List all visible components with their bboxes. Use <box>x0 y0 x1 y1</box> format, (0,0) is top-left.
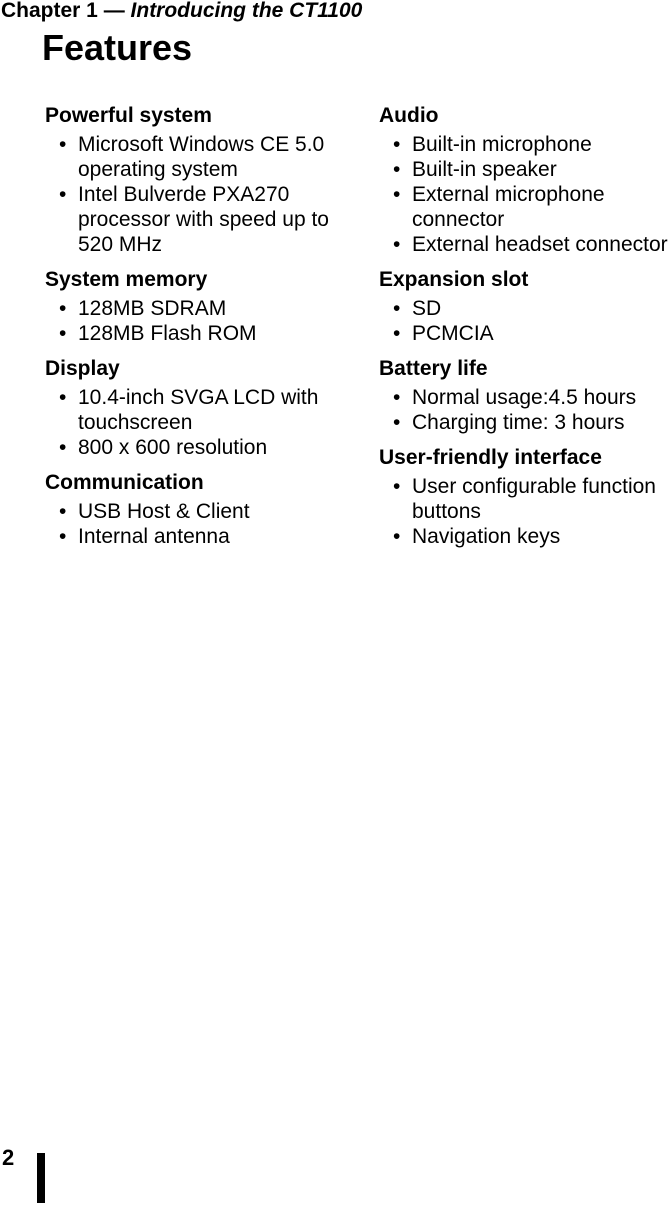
list-item: • PCMCIA <box>379 321 672 346</box>
list-item: • Navigation keys <box>379 524 672 549</box>
page-number: 2 <box>2 1145 15 1170</box>
feature-list: • 128MB SDRAM • 128MB Flash ROM <box>45 296 353 346</box>
section-heading: Communication <box>45 471 204 494</box>
bullet-icon: • <box>393 158 401 181</box>
bullet-icon: • <box>59 297 67 320</box>
feature-list: • USB Host & Client • Internal antenna <box>45 499 353 549</box>
section-display: Display • 10.4-inch SVGA LCD with touchsc… <box>45 356 353 460</box>
list-item-text: Internal antenna <box>78 525 230 548</box>
feature-list: • 10.4-inch SVGA LCD with touchscreen • 80… <box>45 385 353 460</box>
bullet-icon: • <box>393 322 401 345</box>
list-item: • Charging time: 3 hours <box>379 410 672 435</box>
list-item-text: 800 x 600 resolution <box>78 436 268 459</box>
bullet-icon: • <box>393 525 401 548</box>
list-item: • Microsoft Windows CE 5.0 operating syst… <box>45 132 353 182</box>
list-item-text: PCMCIA <box>412 322 494 345</box>
section-heading: Display <box>45 357 120 380</box>
feature-list: • Normal usage:4.5 hours • Charging time: … <box>379 385 672 435</box>
chapter-number: Chapter 1 — <box>1 0 131 22</box>
bullet-icon: • <box>393 475 401 498</box>
bullet-icon: • <box>59 436 67 459</box>
list-item-text: SD <box>412 297 442 320</box>
footer-bar-decoration <box>37 1153 45 1203</box>
list-item-text: External microphone connector <box>412 183 605 231</box>
list-item-text: 10.4-inch SVGA LCD with touchscreen <box>78 386 319 434</box>
list-item-text: Navigation keys <box>412 525 561 548</box>
list-item-text: Built-in speaker <box>412 158 557 181</box>
list-item: • External microphone connector <box>379 182 672 232</box>
list-item: • External headset connector <box>379 232 672 257</box>
list-item: • 128MB Flash ROM <box>45 321 353 346</box>
section-heading: User-friendly interface <box>379 446 602 469</box>
section-communication: Communication • USB Host & Client • Intern… <box>45 470 353 549</box>
bullet-icon: • <box>393 386 401 409</box>
list-item: • USB Host & Client <box>45 499 353 524</box>
section-battery-life: Battery life • Normal usage:4.5 hours • Ch… <box>379 356 672 435</box>
feature-list: • Built-in microphone • Built-in speaker •… <box>379 132 672 257</box>
feature-list: • SD • PCMCIA <box>379 296 672 346</box>
bullet-icon: • <box>393 411 401 434</box>
feature-list: • User configurable function buttons • Nav… <box>379 474 672 549</box>
list-item-text: 128MB SDRAM <box>78 297 227 320</box>
list-item: • Normal usage:4.5 hours <box>379 385 672 410</box>
list-item-text: User configurable function buttons <box>412 475 656 523</box>
section-expansion-slot: Expansion slot • SD • PCMCIA <box>379 267 672 346</box>
bullet-icon: • <box>59 525 67 548</box>
list-item-text: Intel Bulverde PXA270 processor with spe… <box>78 183 329 256</box>
list-item: • User configurable function buttons <box>379 474 672 524</box>
bullet-icon: • <box>393 297 401 320</box>
list-item: • SD <box>379 296 672 321</box>
list-item: • Intel Bulverde PXA270 processor with sp… <box>45 182 353 257</box>
list-item-text: Microsoft Windows CE 5.0 operating syste… <box>78 133 325 181</box>
section-heading: System memory <box>45 268 208 291</box>
list-item: • 10.4-inch SVGA LCD with touchscreen <box>45 385 353 435</box>
list-item-text: Charging time: 3 hours <box>412 411 625 434</box>
list-item-text: Built-in microphone <box>412 133 592 156</box>
section-heading: Powerful system <box>45 104 212 127</box>
section-heading: Expansion slot <box>379 268 529 291</box>
list-item: • Built-in speaker <box>379 157 672 182</box>
section-audio: Audio • Built-in microphone • Built-in spe… <box>379 103 672 257</box>
list-item: • Internal antenna <box>45 524 353 549</box>
bullet-icon: • <box>393 233 401 256</box>
features-column-right: Audio • Built-in microphone • Built-in spe… <box>379 100 672 549</box>
list-item-text: USB Host & Client <box>78 500 250 523</box>
list-item: • 800 x 600 resolution <box>45 435 353 460</box>
page-title: Features <box>42 27 193 68</box>
section-heading: Audio <box>379 104 439 127</box>
bullet-icon: • <box>59 500 67 523</box>
list-item: • Built-in microphone <box>379 132 672 157</box>
list-item-text: Normal usage:4.5 hours <box>412 386 637 409</box>
feature-list: • Microsoft Windows CE 5.0 operating syst… <box>45 132 353 257</box>
list-item-text: 128MB Flash ROM <box>78 322 257 345</box>
section-powerful-system: Powerful system • Microsoft Windows CE 5.… <box>45 103 353 257</box>
bullet-icon: • <box>59 183 67 206</box>
bullet-icon: • <box>393 133 401 156</box>
list-item: • 128MB SDRAM <box>45 296 353 321</box>
list-item-text: External headset connector <box>412 233 668 256</box>
features-column-left: Powerful system • Microsoft Windows CE 5.… <box>45 100 353 549</box>
bullet-icon: • <box>59 386 67 409</box>
bullet-icon: • <box>393 183 401 206</box>
section-system-memory: System memory • 128MB SDRAM • 128MB Flash … <box>45 267 353 346</box>
chapter-title: Introducing the CT1100 <box>130 0 363 22</box>
section-user-friendly-interface: User-friendly interface • User configurab… <box>379 445 672 549</box>
chapter-header: Chapter 1 — Introducing the CT1100 <box>1 0 362 24</box>
bullet-icon: • <box>59 133 67 156</box>
bullet-icon: • <box>59 322 67 345</box>
section-heading: Battery life <box>379 357 488 380</box>
